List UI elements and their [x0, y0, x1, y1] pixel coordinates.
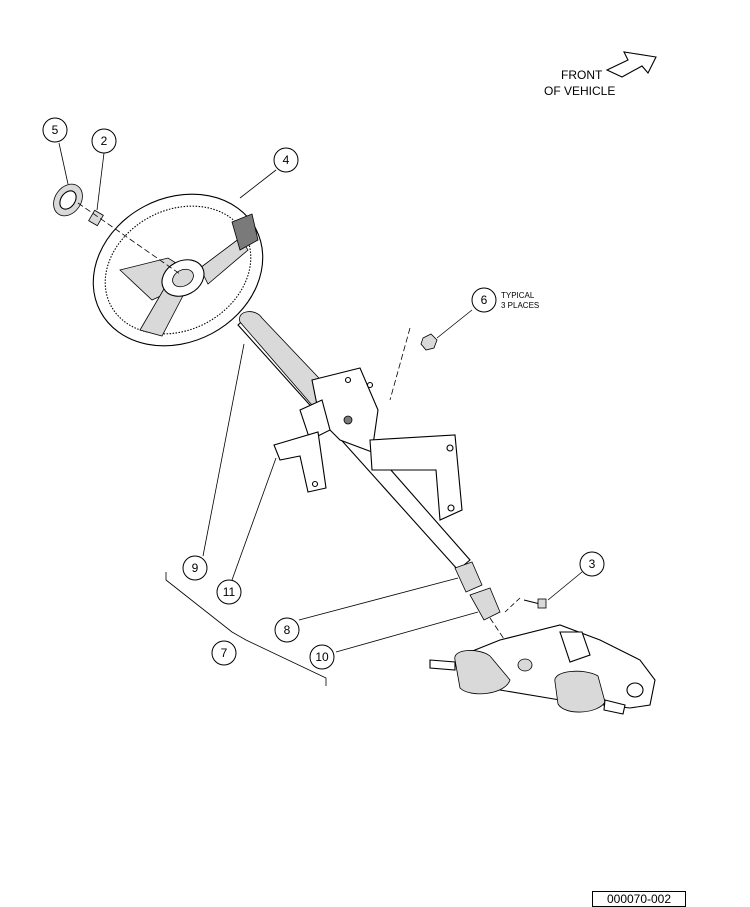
nut-6-part [420, 333, 438, 351]
callout-6-note-line1: TYPICAL [501, 291, 535, 300]
steering-wheel-part [77, 193, 264, 347]
callout-6: 6 [471, 287, 497, 313]
svg-text:4: 4 [283, 153, 290, 167]
bolt-part [504, 597, 547, 613]
washer-part [53, 183, 83, 217]
svg-text:3: 3 [589, 557, 596, 571]
callout-5: 5 [42, 117, 68, 143]
svg-text:6: 6 [481, 293, 488, 307]
callout-7: 7 [211, 640, 237, 666]
svg-text:9: 9 [192, 561, 199, 575]
figure-id-label: 000070-002 [592, 891, 686, 907]
steering-rack-part [429, 624, 656, 715]
svg-text:5: 5 [52, 123, 59, 137]
universal-joint-part [454, 561, 511, 649]
front-of-vehicle-arrow-icon [605, 51, 657, 78]
leader-lines [58, 142, 583, 686]
steering-column-part [237, 311, 471, 571]
svg-text:10: 10 [315, 650, 329, 664]
callout-4: 4 [273, 147, 299, 173]
of-vehicle-label: OF VEHICLE [544, 84, 615, 98]
svg-text:2: 2 [101, 134, 108, 148]
callout-10: 10 [309, 644, 335, 670]
callout-3: 3 [579, 551, 605, 577]
callout-9: 9 [182, 555, 208, 581]
callout-6-note-line2: 3 PLACES [501, 301, 539, 310]
callout-11: 11 [216, 579, 242, 605]
front-label: FRONT [561, 68, 603, 82]
svg-text:11: 11 [223, 585, 236, 599]
svg-text:7: 7 [221, 646, 228, 660]
svg-text:8: 8 [284, 623, 291, 637]
nut-part [88, 209, 104, 227]
callout-8: 8 [274, 617, 300, 643]
callout-2: 2 [91, 128, 117, 154]
